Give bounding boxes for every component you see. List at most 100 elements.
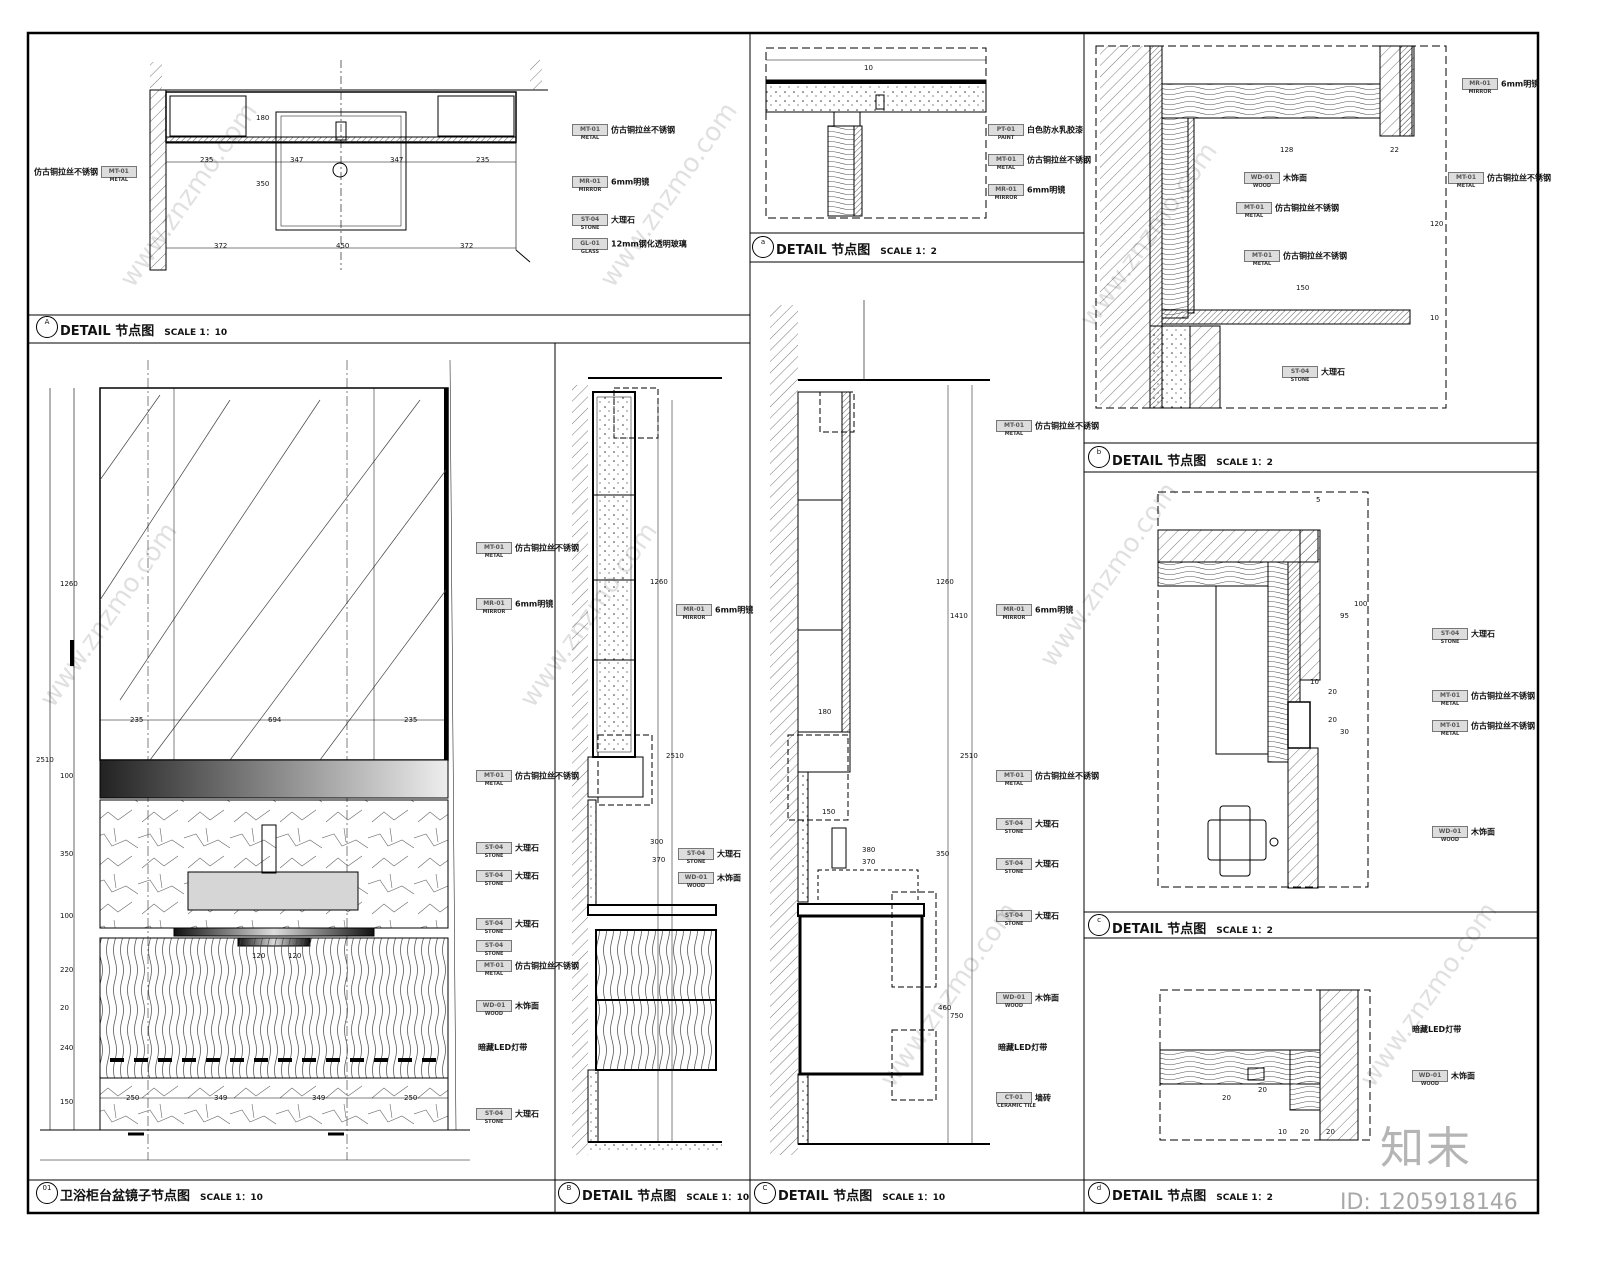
tag-code: ST-04 bbox=[580, 216, 600, 223]
tag-sub: STONE bbox=[484, 951, 504, 957]
callout-text: 6mm明镜 bbox=[611, 177, 650, 187]
dim-sect-c: 1410 bbox=[950, 612, 968, 620]
tag-sub: PAINT bbox=[997, 135, 1015, 141]
section-b-drawing bbox=[572, 377, 722, 1155]
tag-sub: STONE bbox=[1290, 377, 1310, 383]
tag-sub: MIRROR bbox=[994, 195, 1018, 201]
tag-code: MR-01 bbox=[579, 178, 601, 185]
title-text: DETAIL 节点图 bbox=[1112, 922, 1207, 937]
section-c-drawing bbox=[770, 300, 990, 1155]
tag-code: MT-01 bbox=[483, 772, 505, 779]
frame-lines bbox=[28, 33, 1538, 1213]
tag-code: ST-04 bbox=[484, 872, 504, 879]
dim-det-b: 10 bbox=[1430, 314, 1439, 322]
callout-text: 木饰面 bbox=[717, 873, 741, 883]
scale-text: SCALE 1：2 bbox=[1216, 1193, 1273, 1203]
callout-text: 仿古铜拉丝不锈钢 bbox=[515, 961, 579, 971]
callout-text: 6mm明镜 bbox=[515, 599, 554, 609]
title-text: DETAIL 节点图 bbox=[1112, 1189, 1207, 1204]
tag-code: MT-01 bbox=[108, 168, 129, 175]
dim-elev-bottom: 250 bbox=[404, 1094, 418, 1102]
tag-sub: METAL bbox=[996, 165, 1016, 171]
dim-plan-top: 235 bbox=[476, 156, 490, 164]
scale-text: SCALE 1：2 bbox=[1216, 458, 1273, 468]
dim-plan-misc: 350 bbox=[256, 180, 270, 188]
tag-sub: METAL bbox=[1456, 183, 1476, 189]
dim-det-b: 22 bbox=[1390, 146, 1399, 154]
dim-elev-height: 240 bbox=[60, 1044, 74, 1052]
callout-text: 6mm明镜 bbox=[1027, 185, 1066, 195]
dim-elev-bottom: 349 bbox=[214, 1094, 228, 1102]
tag-code: ST-04 bbox=[1004, 820, 1024, 827]
tag-sub: METAL bbox=[1440, 731, 1460, 737]
callout-text: 木饰面 bbox=[1471, 827, 1495, 837]
tag-sub: WOOD bbox=[1440, 837, 1460, 843]
sheet-border bbox=[26, 31, 1540, 1215]
tag-code: ST-04 bbox=[1440, 630, 1460, 637]
tag-sub: STONE bbox=[484, 929, 504, 935]
dim-det-c: 95 bbox=[1340, 612, 1349, 620]
dim-sect-b: 1260 bbox=[650, 578, 668, 586]
tag-sub: MIRROR bbox=[1002, 615, 1026, 621]
tag-code: MT-01 bbox=[1003, 422, 1025, 429]
dim-elev-height: 350 bbox=[60, 850, 74, 858]
callout-text: 仿古铜拉丝不锈钢 bbox=[1035, 771, 1099, 781]
tag-sub: STONE bbox=[1004, 829, 1024, 835]
tag-code: MT-01 bbox=[995, 156, 1017, 163]
callout-text: 大理石 bbox=[1035, 859, 1059, 869]
callout-text: 大理石 bbox=[1035, 819, 1059, 829]
callout-text: 仿古铜拉丝不锈钢 bbox=[611, 125, 675, 135]
tag-code: MT-01 bbox=[1251, 252, 1273, 259]
dim-basin: 120 bbox=[288, 952, 302, 960]
tag-code: WD-01 bbox=[482, 1002, 506, 1009]
tag-code: MR-01 bbox=[683, 606, 705, 613]
detail-d-drawing bbox=[1159, 989, 1371, 1141]
callout-text: 仿古铜拉丝不锈钢 bbox=[1487, 173, 1551, 183]
callout-text: 6mm明镜 bbox=[715, 605, 754, 615]
tag-sub: METAL bbox=[1440, 701, 1460, 707]
title-text: DETAIL 节点图 bbox=[582, 1189, 677, 1204]
tag-sub: WOOD bbox=[686, 883, 706, 889]
tag-sub: STONE bbox=[484, 881, 504, 887]
callout-text: 仿古铜拉丝不锈钢 bbox=[1471, 691, 1535, 701]
tag-code: MR-01 bbox=[1003, 606, 1025, 613]
callout-led: 暗藏LED灯带 bbox=[998, 1042, 1047, 1053]
dim-det-d: 20 bbox=[1300, 1128, 1309, 1136]
tag-sub: METAL bbox=[1244, 213, 1264, 219]
dim-det-b: 120 bbox=[1430, 220, 1444, 228]
